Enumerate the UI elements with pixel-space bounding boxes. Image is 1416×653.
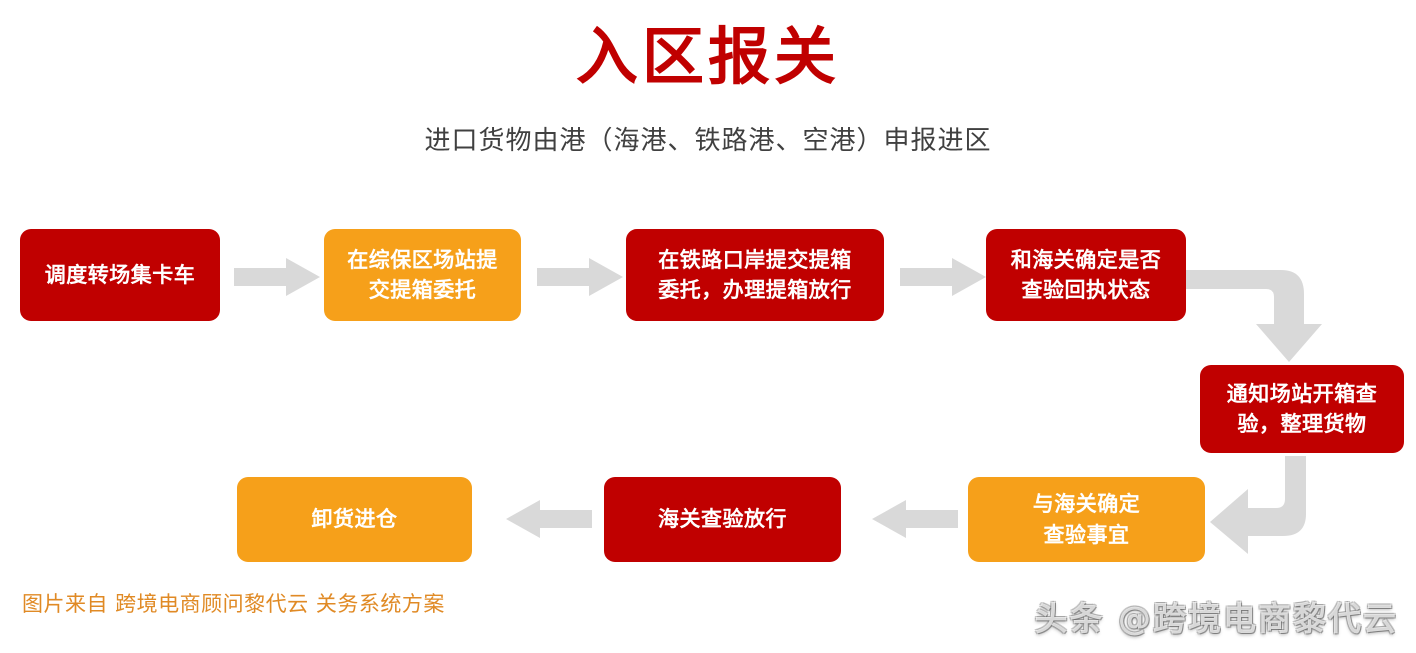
flow-node-submit-pickup-request-rail[interactable]: 在铁路口岸提交提箱 委托，办理提箱放行 (626, 229, 884, 321)
watermark: 头条 @跨境电商黎代云 (1034, 599, 1398, 638)
flow-node-customs-inspection-release[interactable]: 海关查验放行 (604, 477, 841, 562)
flow-node-arrange-inspection-with-customs[interactable]: 与海关确定 查验事宜 (968, 477, 1205, 562)
page-title: 入区报关 (575, 20, 840, 93)
arrow-n1-to-n2 (234, 258, 320, 296)
arrow-n4-to-n5-elbow (1186, 264, 1322, 364)
arrow-n7-to-n8 (506, 500, 592, 538)
flow-node-notify-yard-inspection[interactable]: 通知场站开箱查 验，整理货物 (1200, 365, 1404, 453)
arrow-n2-to-n3 (537, 258, 623, 296)
flow-node-dispatch-truck[interactable]: 调度转场集卡车 (20, 229, 220, 321)
page-subtitle: 进口货物由港（海港、铁路港、空港）申报进区 (424, 126, 992, 156)
flow-node-submit-pickup-request-bonded[interactable]: 在综保区场站提 交提箱委托 (324, 229, 521, 321)
arrow-n3-to-n4 (900, 258, 986, 296)
flow-node-unload-into-warehouse[interactable]: 卸货进仓 (237, 477, 472, 562)
arrow-n5-to-n6-elbow (1188, 456, 1324, 556)
flow-node-confirm-inspection-status[interactable]: 和海关确定是否 查验回执状态 (986, 229, 1186, 321)
arrow-n6-to-n7 (872, 500, 958, 538)
source-credit: 图片来自 跨境电商顾问黎代云 关务系统方案 (22, 592, 445, 616)
